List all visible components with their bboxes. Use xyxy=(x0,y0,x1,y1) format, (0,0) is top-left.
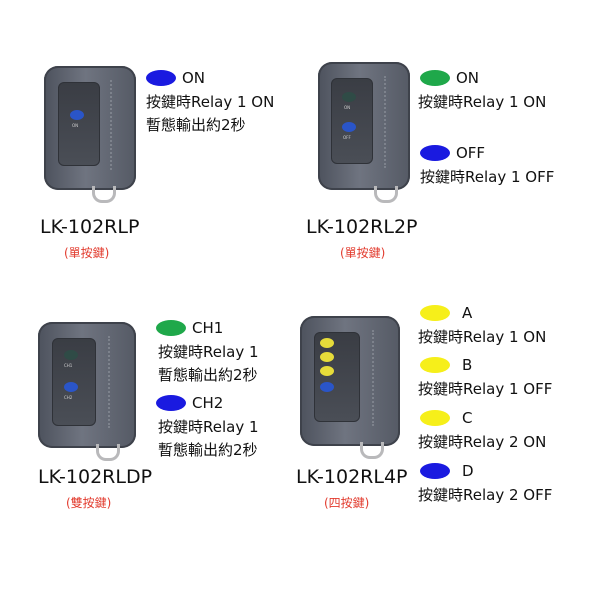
remote-button-a xyxy=(320,338,334,348)
model-name: LK-102RL4P xyxy=(296,466,408,488)
legend-dot-yellow xyxy=(420,357,450,373)
keyring-icon xyxy=(96,444,120,461)
remote-button-label: ON xyxy=(72,123,79,128)
remote-button-b xyxy=(320,352,334,362)
remote-button-d xyxy=(320,382,334,392)
remote-button-label: CH1 xyxy=(64,363,73,368)
legend-line: 按鍵時Relay 1 OFF xyxy=(420,168,555,186)
legend-dot-blue xyxy=(420,145,450,161)
legend-title: CH1 xyxy=(192,319,224,337)
model-tag: (單按鍵) xyxy=(340,246,386,260)
legend-line: 按鍵時Relay 1 ON xyxy=(418,328,547,346)
legend-line: 按鍵時Relay 1 ON xyxy=(418,93,547,111)
remote-panel xyxy=(314,332,360,422)
keyring-icon xyxy=(360,442,384,459)
remote-button-blue xyxy=(70,110,84,120)
legend-dot-blue xyxy=(156,395,186,411)
legend-line: 暫態輸出約2秒 xyxy=(158,366,258,384)
remote-button-green xyxy=(64,350,78,360)
remote-grip xyxy=(384,76,392,168)
legend-title: D xyxy=(462,462,474,480)
legend-title: C xyxy=(462,409,473,427)
remote-button-label: OFF xyxy=(343,135,351,140)
legend-line: 暫態輸出約2秒 xyxy=(158,441,258,459)
legend-line: 按鍵時Relay 1 ON xyxy=(146,93,275,111)
legend-title: B xyxy=(462,356,473,374)
model-name: LK-102RLDP xyxy=(38,466,153,488)
legend-title: OFF xyxy=(456,144,486,162)
keyring-icon xyxy=(92,186,116,203)
keyring-icon xyxy=(374,186,398,203)
legend-title: ON xyxy=(456,69,480,87)
legend-line: 按鍵時Relay 1 xyxy=(158,343,259,361)
legend-line: 按鍵時Relay 1 xyxy=(158,418,259,436)
legend-line: 按鍵時Relay 2 ON xyxy=(418,433,547,451)
remote-button-blue xyxy=(64,382,78,392)
legend-dot-green xyxy=(420,70,450,86)
model-tag: (雙按鍵) xyxy=(66,496,112,510)
legend-dot-yellow xyxy=(420,410,450,426)
remote-panel xyxy=(331,78,373,164)
remote-button-label: ON xyxy=(344,105,351,110)
remote-grip xyxy=(372,330,380,426)
model-tag: (四按鍵) xyxy=(324,496,370,510)
legend-title: A xyxy=(462,304,473,322)
remote-button-green xyxy=(342,92,356,102)
remote-grip xyxy=(108,336,116,428)
legend-line: 按鍵時Relay 2 OFF xyxy=(418,486,553,504)
legend-dot-green xyxy=(156,320,186,336)
remote-grip xyxy=(110,80,118,170)
model-name: LK-102RLP xyxy=(40,216,140,238)
remote-panel xyxy=(58,82,100,166)
remote-button-blue xyxy=(342,122,356,132)
legend-dot-blue xyxy=(420,463,450,479)
legend-line: 按鍵時Relay 1 OFF xyxy=(418,380,553,398)
model-name: LK-102RL2P xyxy=(306,216,418,238)
remote-button-label: CH2 xyxy=(64,395,73,400)
legend-title: ON xyxy=(182,69,206,87)
legend-line: 暫態輸出約2秒 xyxy=(146,116,246,134)
legend-title: CH2 xyxy=(192,394,224,412)
remote-button-c xyxy=(320,366,334,376)
model-tag: (單按鍵) xyxy=(64,246,110,260)
legend-dot-yellow xyxy=(420,305,450,321)
legend-dot-blue xyxy=(146,70,176,86)
